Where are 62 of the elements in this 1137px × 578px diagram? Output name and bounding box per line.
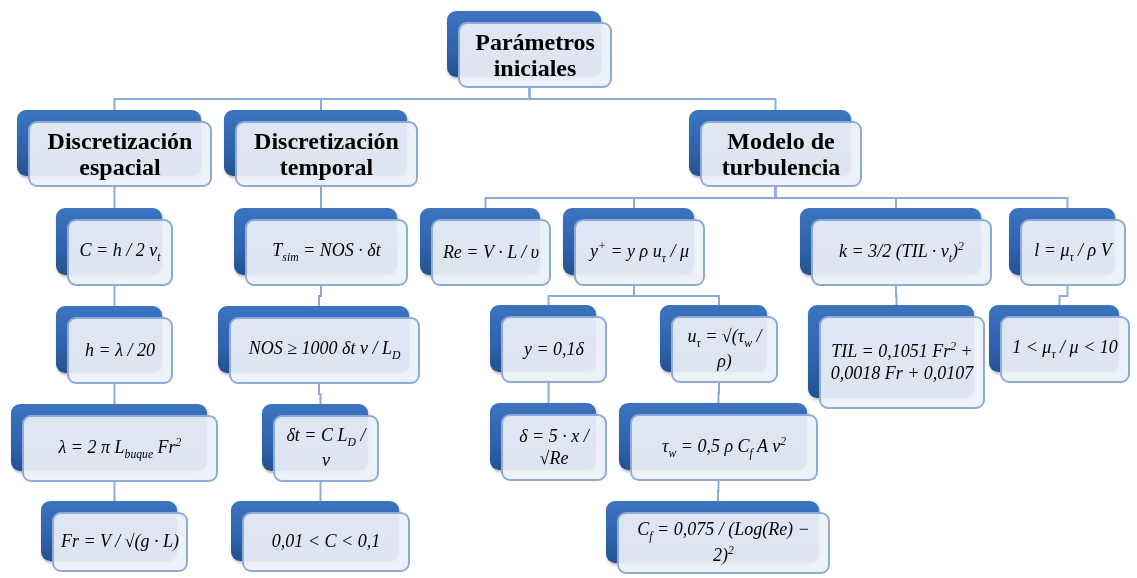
formula-box xyxy=(1009,208,1126,286)
formula-box xyxy=(660,305,778,383)
formula-box xyxy=(41,501,188,572)
connector-line xyxy=(633,285,720,306)
connector-line xyxy=(895,285,898,306)
connector-line xyxy=(320,186,322,209)
formula-text: h = λ / 20 xyxy=(85,339,155,362)
connector-line xyxy=(547,382,550,404)
formula-box xyxy=(56,306,173,384)
category-box xyxy=(447,11,612,88)
formula-box xyxy=(11,404,218,482)
formula-box xyxy=(989,305,1130,383)
formula-text: δ = 5 · x / √Re xyxy=(518,425,591,470)
connector-line xyxy=(113,481,116,502)
formula-text: Re = V · L / υ xyxy=(442,241,540,264)
formula-box xyxy=(56,208,173,286)
connector-line xyxy=(113,186,116,209)
formula-text: y = 0,1δ xyxy=(524,338,584,361)
connector-line xyxy=(717,382,720,404)
formula-box xyxy=(808,305,985,409)
formula-text: Fr = V / √(g · L) xyxy=(60,531,180,553)
formula-text: TIL = 0,1051 Fr$^{2}$ + 0,0018 Fr + 0,0107 xyxy=(829,340,975,385)
formula-text: C$_{f}$ = 0,075 / (Log(Re) − 2)$^{2}$ xyxy=(636,519,811,567)
category-box xyxy=(17,110,212,187)
formula-box xyxy=(563,208,705,286)
category-title: Modelo de turbulencia xyxy=(720,127,842,181)
formula-text: 1 < μ$_{τ}$ / μ < 10 xyxy=(1012,337,1118,362)
formula-box xyxy=(231,501,410,572)
formula-text: NOS ≥ 1000 δt v / L$_{D}$ xyxy=(248,338,401,363)
formula-text: T$_{sim}$ = NOS · δt xyxy=(272,240,381,265)
formula-box xyxy=(234,208,408,286)
category-title: Discretización espacial xyxy=(46,127,194,181)
formula-text: C = h / 2 v$_{t}$ xyxy=(79,240,161,265)
formula-text: u$_{τ}$ = √(τ$_{w}$ / ρ) xyxy=(686,326,764,373)
formula-box xyxy=(490,403,607,481)
category-box xyxy=(224,110,418,187)
connector-line xyxy=(113,383,116,405)
connector-line xyxy=(319,481,322,502)
connector-line xyxy=(717,480,720,502)
formula-box xyxy=(262,404,379,482)
category-title: Discretización temporal xyxy=(253,127,400,181)
connector-line xyxy=(318,383,322,405)
connector-line xyxy=(528,87,777,111)
connector-line xyxy=(318,285,322,307)
connector-line xyxy=(1058,285,1069,306)
formula-text: y$^{+}$ = y ρ u$_{τ}$ / μ xyxy=(590,239,689,266)
formula-text: λ = 2 π L$_{buque}$ Fr$^{2}$ xyxy=(58,435,182,462)
formula-box xyxy=(800,208,992,286)
formula-text: 0,01 < C < 0,1 xyxy=(271,531,381,553)
category-title: Parámetros iniciales xyxy=(474,28,596,82)
formula-box xyxy=(619,403,818,481)
formula-box xyxy=(218,306,420,384)
formula-box xyxy=(490,305,607,383)
formula-text: k = 3/2 (TIL · v$_{t}$)$^{2}$ xyxy=(839,239,964,266)
formula-text: δt = C L$_{D}$ / v xyxy=(285,425,368,472)
formula-text: τ$_{w}$ = 0,5 ρ C$_{f}$ A v$^{2}$ xyxy=(662,434,786,461)
connector-line xyxy=(774,186,1069,209)
formula-text: l = μ$_{τ}$ / ρ V xyxy=(1034,240,1112,265)
connector-line xyxy=(113,285,116,307)
category-box xyxy=(689,110,862,187)
formula-box xyxy=(420,208,551,286)
formula-box xyxy=(606,501,830,574)
